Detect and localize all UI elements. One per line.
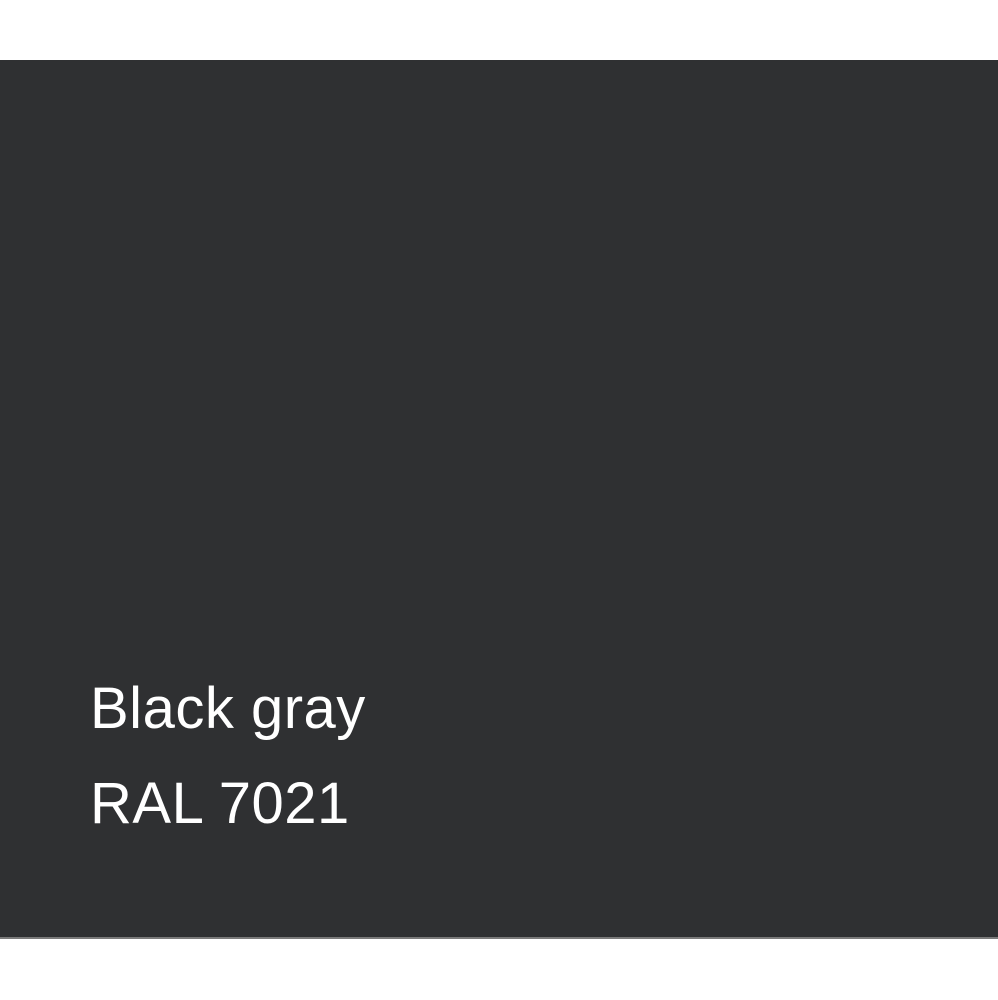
color-name-label: Black gray [90, 676, 366, 741]
color-swatch [0, 60, 998, 938]
swatch-bottom-edge [0, 937, 998, 939]
color-code-label: RAL 7021 [90, 771, 350, 836]
